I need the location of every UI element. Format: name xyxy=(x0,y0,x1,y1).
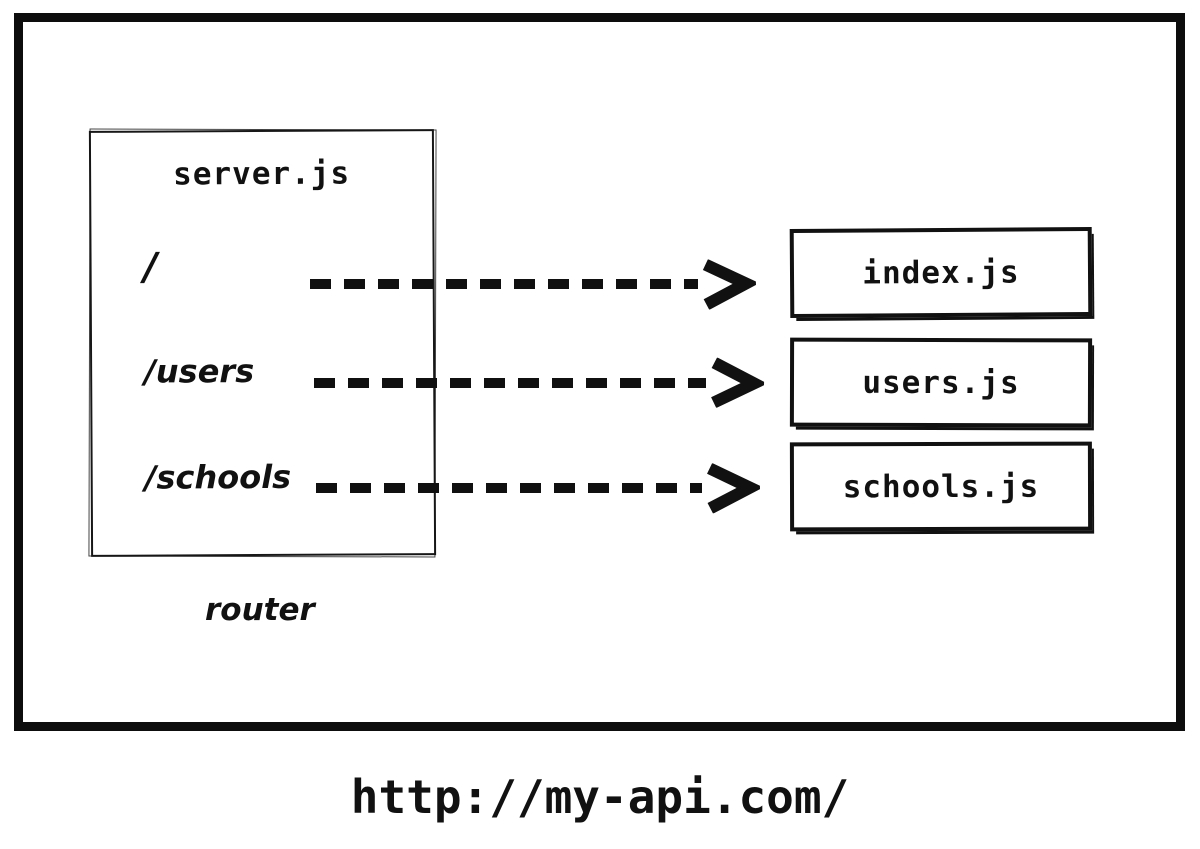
handler-label: users.js xyxy=(862,364,1020,401)
arrowhead-icon xyxy=(697,258,760,313)
arrow-root-to-index xyxy=(310,254,765,314)
route-schools: /schools xyxy=(144,457,292,497)
arrow-schools-to-schools xyxy=(316,458,768,518)
diagram-frame xyxy=(14,13,1185,731)
schools-js-box: schools.js xyxy=(789,441,1093,532)
arrowhead-icon xyxy=(702,462,764,517)
dashed-line xyxy=(314,378,706,388)
dashed-line xyxy=(310,279,698,289)
route-users: /users xyxy=(144,352,255,391)
route-root: / xyxy=(143,244,158,289)
server-js-title: server.js xyxy=(173,155,351,193)
index-js-box: index.js xyxy=(789,226,1093,319)
handler-label: index.js xyxy=(862,253,1020,292)
handler-label: schools.js xyxy=(842,468,1040,505)
router-label: router xyxy=(205,592,315,628)
users-js-box: users.js xyxy=(789,337,1093,428)
arrowhead-icon xyxy=(706,357,768,412)
arrow-users-to-users xyxy=(314,353,774,413)
api-url: http://my-api.com/ xyxy=(350,770,850,824)
dashed-line xyxy=(316,483,702,493)
